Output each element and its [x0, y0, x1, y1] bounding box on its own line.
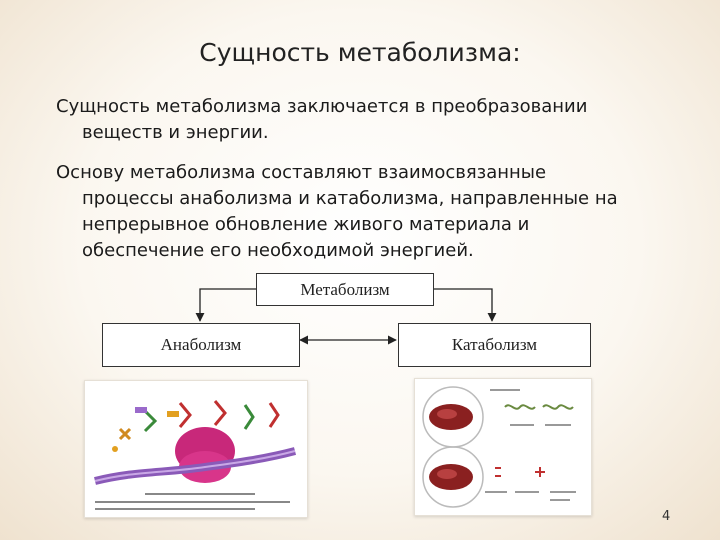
slide-title: Сущность метаболизма: [199, 38, 521, 67]
metabolism-box: Метаболизм [256, 273, 434, 306]
arrow-meta-to-catabolism [432, 288, 497, 322]
anabolism-box: Анаболизм [102, 323, 300, 367]
paragraph-essence: Сущность метаболизма заключается в преоб… [56, 94, 656, 146]
paragraph-basis: Основу метаболизма составляют взаимосвяз… [56, 160, 656, 264]
paragraph-essence-line1: Сущность метаболизма заключается в преоб… [56, 96, 588, 117]
arrow-meta-to-anabolism [195, 288, 256, 322]
catabolism-box: Катаболизм [398, 323, 591, 367]
paragraph-basis-rest: процессы анаболизма и катаболизма, напра… [82, 188, 618, 261]
page-number: 4 [662, 509, 671, 524]
catabolism-illustration [414, 378, 592, 516]
paragraph-essence-rest: веществ и энергии. [82, 122, 269, 143]
anabolism-illustration [84, 380, 308, 518]
paragraph-basis-line1: Основу метаболизма составляют взаимосвяз… [56, 162, 547, 183]
